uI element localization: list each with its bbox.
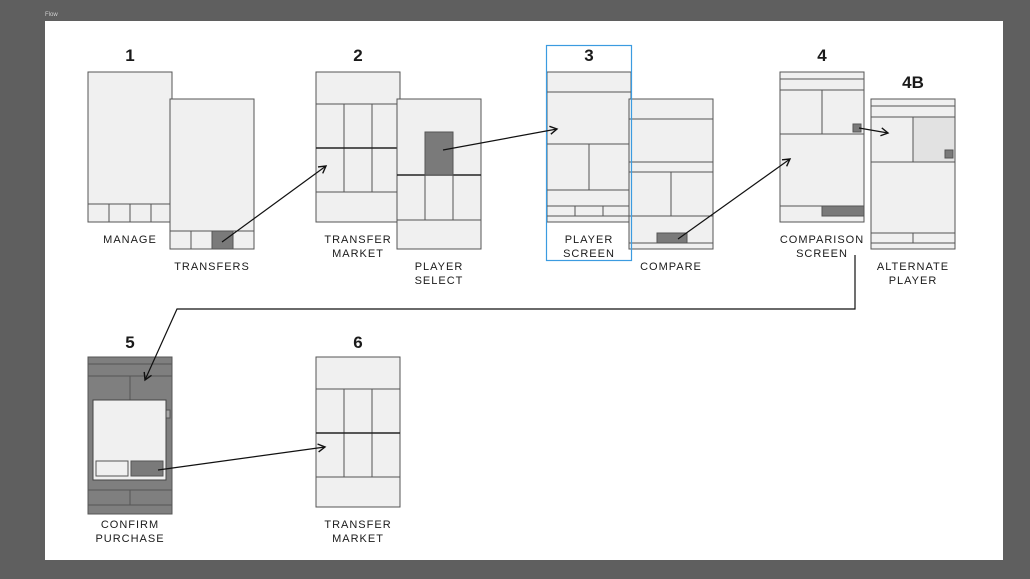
caption-transfers: TRANSFERS [174,261,250,273]
screen-transfer-market [315,71,401,223]
screen-transfer-market-2 [315,356,401,508]
screen-comparison [779,71,865,223]
caption-alternate-player: ALTERNATE PLAYER [876,261,950,287]
screen-alternate-player [870,98,956,250]
caption-player-select: PLAYER SELECT [414,261,464,287]
caption-comparison-screen: COMPARISON SCREEN [779,234,865,260]
selection-frame [545,44,633,262]
arrow-comparison-to-confirm [143,255,856,382]
step-number-1: 1 [125,46,135,65]
caption-transfer-market: TRANSFER MARKET [324,234,392,260]
screen-manage [87,71,173,223]
screen-transfers [169,98,255,250]
caption-transfer-market-2: TRANSFER MARKET [324,519,392,545]
step-number-3: 3 [584,46,594,65]
frame-label: Flow [45,12,58,18]
step-number-6: 6 [353,333,363,352]
arrow-transfers-to-market [221,165,328,243]
step-number-2: 2 [353,46,363,65]
arrow-compare-to-comparison [677,158,792,240]
arrow-select-to-player [442,125,559,151]
caption-compare: COMPARE [640,261,702,273]
step-number-5: 5 [125,333,135,352]
step-number-4b: 4B [902,73,924,92]
screen-confirm-purchase [87,356,173,515]
caption-manage: MANAGE [103,234,157,246]
caption-player-screen: PLAYER SCREEN [563,234,615,260]
screen-player-select [396,98,482,250]
step-number-4: 4 [817,46,827,65]
screen-player-screen [546,71,632,223]
screen-compare [628,98,714,250]
caption-confirm-purchase: CONFIRM PURCHASE [95,519,165,545]
arrow-comparison-to-alternate [858,127,890,137]
arrow-confirm-to-market [157,443,327,471]
